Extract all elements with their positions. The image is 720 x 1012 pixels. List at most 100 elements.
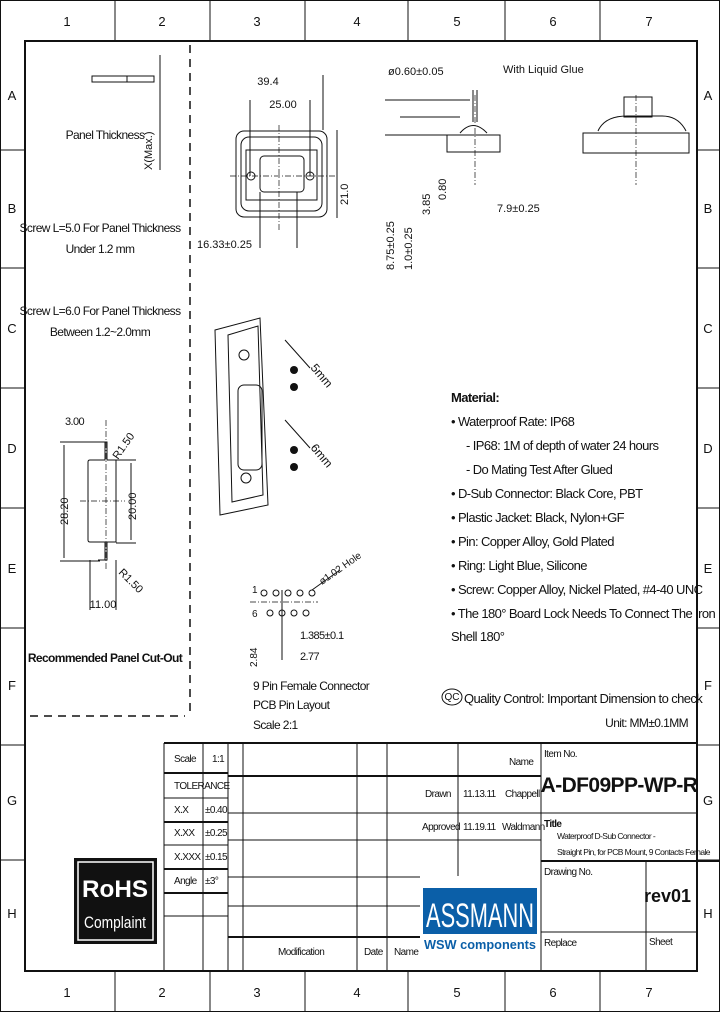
qc-symbol-icon	[441, 688, 463, 706]
svg-text:Modification: Modification	[278, 947, 324, 958]
rohs-badge-inner	[77, 861, 154, 941]
approvals-table: Name Drawn 11.13.11 Chappell Approved 11…	[278, 757, 545, 958]
svg-text:1: 1	[63, 14, 70, 29]
screw-l5-line1: Screw L=5.0 For Panel Thickness	[20, 221, 182, 235]
pcb-dim-284: 2.84	[249, 647, 260, 667]
material-item: • Waterproof Rate: IP68	[451, 414, 575, 429]
svg-text:4: 4	[353, 985, 360, 1000]
material-item: • The 180° Board Lock Needs To Connect T…	[451, 606, 715, 621]
material-item: Shell 180°	[451, 629, 505, 644]
item-no-label: Item No.	[544, 749, 577, 760]
pcb-caption-line2: PCB Pin Layout	[253, 698, 331, 712]
material-item: • Ring: Light Blue, Silicone	[451, 558, 587, 573]
grid-row-dividers	[0, 149, 720, 861]
drawing-frame	[24, 40, 698, 972]
unit-label: Unit: MM±0.1MM	[605, 716, 688, 730]
screw-6mm-label: 6mm	[308, 441, 336, 470]
svg-text:±0.15: ±0.15	[205, 852, 228, 863]
side-dim-080: 0.80	[437, 179, 449, 200]
material-item: • Screw: Copper Alloy, Nickel Plated, #4…	[451, 582, 703, 597]
svg-text:6: 6	[549, 985, 556, 1000]
front-view-drawing	[230, 75, 338, 248]
drawing-no-label: Drawing No.	[544, 867, 592, 878]
svg-text:F: F	[8, 678, 16, 693]
svg-text:A: A	[8, 88, 17, 103]
title-label: Title	[544, 819, 562, 830]
title-line1: Waterproof D-Sub Connector -	[557, 831, 656, 841]
side-dim-1: 1.0±0.25	[403, 227, 415, 270]
pcb-pin-layout-drawing	[250, 569, 341, 660]
pcb-pin1-label: 1	[252, 585, 258, 596]
screw-l6-line2: Between 1.2~2.0mm	[50, 325, 151, 339]
svg-text:6: 6	[549, 14, 556, 29]
grid-row-labels-left: AB CD EF GH	[7, 88, 17, 921]
svg-text:D: D	[703, 441, 712, 456]
pcb-caption-line1: 9 Pin Female Connector	[253, 679, 370, 693]
svg-text:C: C	[7, 321, 16, 336]
svg-text:1: 1	[63, 985, 70, 1000]
revision: rev01	[644, 886, 691, 906]
svg-text:4: 4	[353, 14, 360, 29]
svg-text:A: A	[704, 88, 713, 103]
screw-5mm-label: 5mm	[308, 361, 336, 390]
cutout-dim-3: 3.00	[65, 416, 84, 428]
side-dim-79: 7.9±0.25	[497, 203, 540, 215]
grid-row-labels-right: AB CD EF GH	[703, 88, 713, 921]
svg-text:TOLERANCE: TOLERANCE	[174, 781, 230, 792]
grid-column-dividers	[114, 0, 601, 1012]
grid-column-labels-top: 1 2 3 4 5 6 7	[63, 14, 652, 29]
svg-text:Angle: Angle	[174, 876, 198, 887]
svg-text:7: 7	[645, 985, 652, 1000]
svg-text:H: H	[703, 906, 712, 921]
pcb-hole-dim: ø1.02 Hole	[317, 550, 364, 587]
tolerance-table: Scale 1:1 TOLERANCE X.X±0.40 X.XX±0.25 X…	[174, 754, 231, 887]
svg-text:X.XXX: X.XXX	[174, 852, 201, 863]
svg-text:D: D	[7, 441, 16, 456]
rohs-badge	[74, 858, 157, 944]
connector-isometric-drawing	[214, 317, 311, 516]
item-number: A-DF09PP-WP-R	[541, 774, 698, 797]
material-item: • Plastic Jacket: Black, Nylon+GF	[451, 510, 625, 525]
side-dim-8: 8.75±0.25	[385, 221, 397, 270]
material-list: Material: • Waterproof Rate: IP68 - IP68…	[451, 390, 716, 644]
svg-text:2: 2	[158, 14, 165, 29]
pcb-pin6-label: 6	[252, 609, 258, 620]
svg-text:H: H	[7, 906, 16, 921]
svg-text:X.X: X.X	[174, 805, 189, 816]
x-max-label: X(Max.)	[143, 132, 155, 171]
front-dim-16: 16.33±0.25	[197, 239, 252, 251]
cutout-dim-20: 20.00	[127, 492, 139, 520]
glue-label: With Liquid Glue	[503, 64, 584, 76]
svg-text:Date: Date	[364, 947, 384, 958]
qc-symbol: QC	[445, 692, 460, 703]
side-dim-pin: ø0.60±0.05	[388, 66, 444, 78]
svg-text:5: 5	[453, 14, 460, 29]
assmann-logo: ASSMANN	[426, 897, 534, 935]
svg-text:Name: Name	[509, 757, 534, 768]
svg-text:G: G	[703, 793, 713, 808]
front-dim-39: 39.4	[257, 76, 278, 88]
svg-text:B: B	[704, 201, 713, 216]
svg-text:Name: Name	[394, 947, 419, 958]
material-item: • D-Sub Connector: Black Core, PBT	[451, 486, 643, 501]
svg-text:7: 7	[645, 14, 652, 29]
svg-text:3: 3	[253, 14, 260, 29]
rohs-subtitle: Complaint	[84, 913, 146, 932]
material-item: - Do Mating Test After Glued	[466, 462, 613, 477]
panel-thickness-drawing	[91, 55, 161, 170]
cutout-radius-bottom: R1.50	[116, 567, 145, 596]
svg-text:Waldmann: Waldmann	[502, 822, 545, 833]
side-view-drawing	[385, 90, 690, 185]
svg-text:11.19.11: 11.19.11	[463, 822, 497, 833]
svg-text:B: B	[8, 201, 17, 216]
rohs-title: RoHS	[82, 876, 148, 903]
svg-text:±0.40: ±0.40	[205, 805, 228, 816]
pcb-dim-1385: 1.385±0.1	[300, 630, 344, 642]
cutout-radius-top: R1.50	[111, 431, 138, 462]
panel-cutout-drawing	[60, 420, 136, 610]
svg-text:E: E	[8, 561, 17, 576]
svg-text:5: 5	[453, 985, 460, 1000]
svg-text:X.XX: X.XX	[174, 828, 195, 839]
